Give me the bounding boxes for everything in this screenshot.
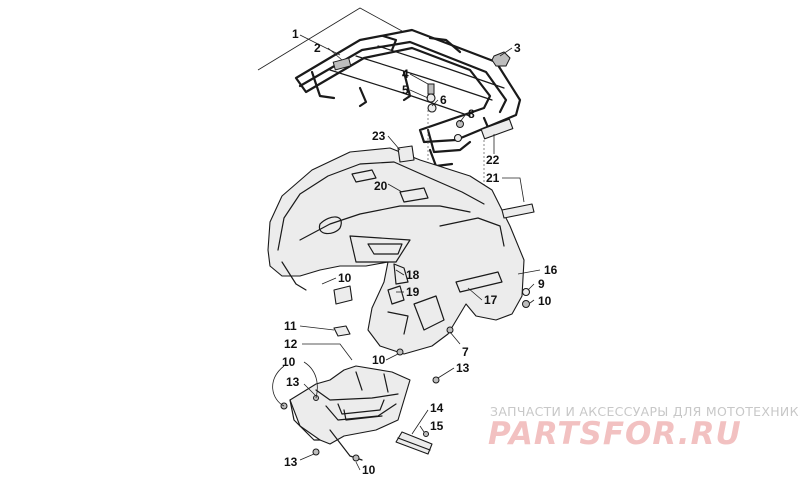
callout-16: 16 bbox=[544, 263, 558, 277]
footrest bbox=[280, 348, 411, 462]
callout-3: 3 bbox=[514, 41, 521, 55]
rear-fender bbox=[267, 147, 525, 355]
callout-7: 7 bbox=[462, 345, 469, 359]
callout-22: 22 bbox=[486, 153, 500, 167]
callout-10-footrest: 10 bbox=[282, 355, 296, 369]
callout-14: 14 bbox=[430, 401, 444, 415]
decals-and-small-parts bbox=[333, 145, 535, 384]
callout-18: 18 bbox=[406, 268, 420, 282]
callout-10-center: 10 bbox=[372, 353, 386, 367]
callout-4: 4 bbox=[402, 67, 409, 81]
callout-labels: 1 2 3 4 5 6 8 23 22 20 21 16 9 10 10 17 … bbox=[282, 27, 558, 477]
rack-hardware bbox=[426, 51, 511, 143]
callout-12: 12 bbox=[284, 337, 298, 351]
callout-10-right: 10 bbox=[538, 294, 552, 308]
callout-15: 15 bbox=[430, 419, 444, 433]
callout-23: 23 bbox=[372, 129, 386, 143]
step-bar bbox=[395, 431, 433, 455]
callout-19: 19 bbox=[406, 285, 420, 299]
watermark-logo: PARTSFOR.RU bbox=[488, 416, 742, 452]
callout-20: 20 bbox=[374, 179, 388, 193]
leader-lines bbox=[272, 47, 541, 471]
assembly-bracket bbox=[257, 7, 403, 71]
rear-rack bbox=[294, 28, 522, 168]
watermark-tagline: ЗАПЧАСТИ И АКСЕССУАРЫ ДЛЯ МОТОТЕХНИКИ bbox=[490, 404, 800, 419]
callout-9: 9 bbox=[538, 277, 545, 291]
callout-10-bottom: 10 bbox=[362, 463, 376, 477]
callout-10-left: 10 bbox=[338, 271, 352, 285]
callout-17: 17 bbox=[484, 293, 498, 307]
callout-11: 11 bbox=[284, 319, 297, 333]
callout-1: 1 bbox=[292, 27, 299, 41]
callout-13-bottom: 13 bbox=[284, 455, 298, 469]
callout-5: 5 bbox=[402, 83, 409, 97]
callout-21: 21 bbox=[486, 171, 500, 185]
callout-6: 6 bbox=[440, 93, 447, 107]
callout-13-footrest: 13 bbox=[286, 375, 300, 389]
callout-13-right: 13 bbox=[456, 361, 470, 375]
callout-8: 8 bbox=[468, 107, 475, 121]
callout-2: 2 bbox=[314, 41, 321, 55]
